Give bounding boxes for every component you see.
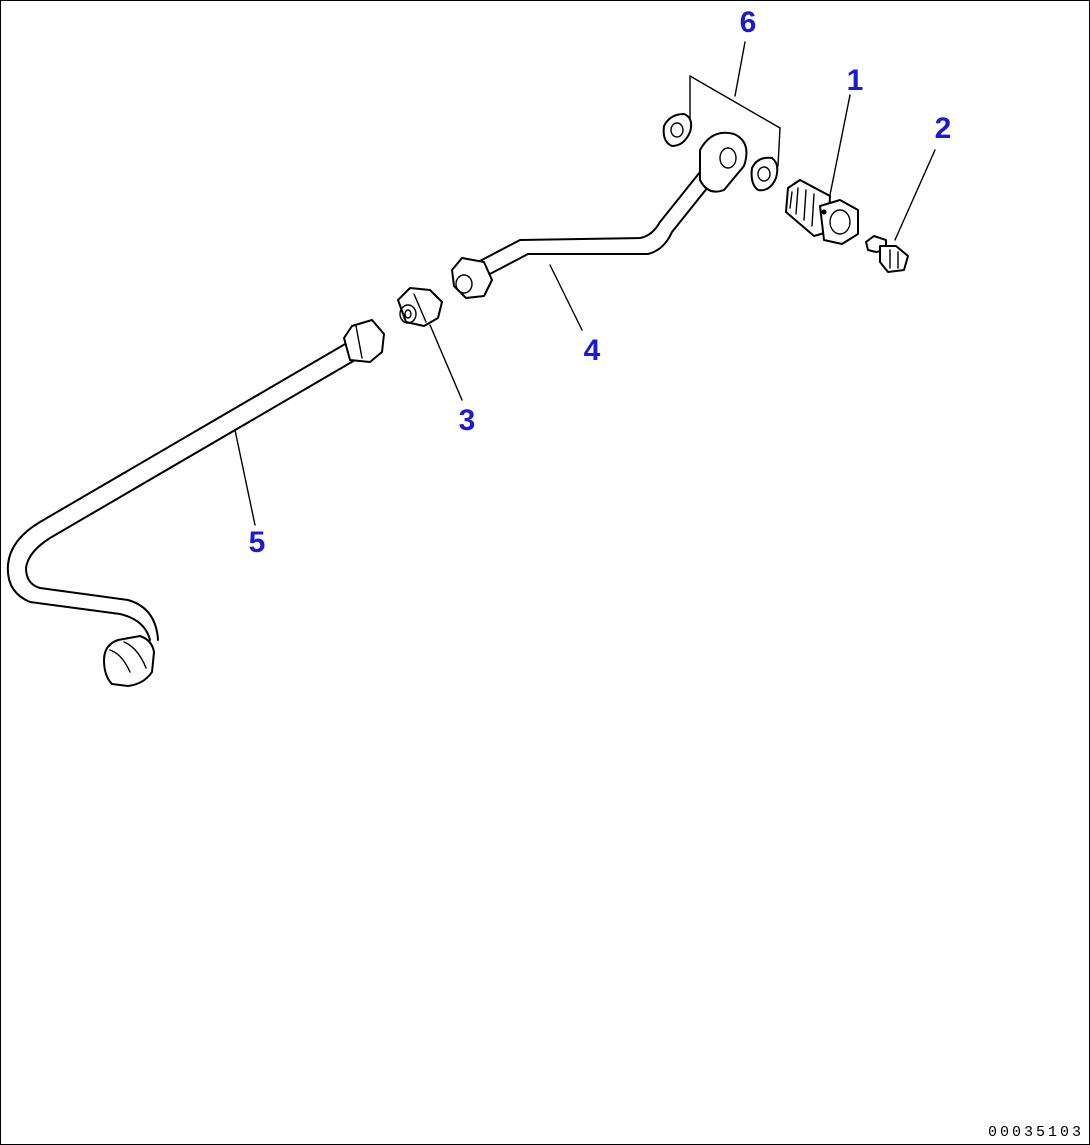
- part-5-tube: [6, 319, 385, 687]
- callout-part-1: 1: [847, 64, 864, 97]
- drawing-id: 00035103: [987, 1124, 1084, 1141]
- part-6-washers: [662, 113, 779, 192]
- part-3-fitting: [397, 287, 443, 327]
- part-4-tube: [451, 131, 748, 299]
- part-1-bolt: [785, 179, 859, 245]
- callout-part-6: 6: [740, 6, 757, 39]
- part-2-screw: [865, 235, 909, 273]
- callout-part-5: 5: [249, 526, 266, 559]
- callout-part-4: 4: [584, 334, 601, 367]
- leader-lines: [234, 41, 936, 526]
- callout-part-2: 2: [935, 112, 952, 145]
- callout-part-3: 3: [459, 404, 476, 437]
